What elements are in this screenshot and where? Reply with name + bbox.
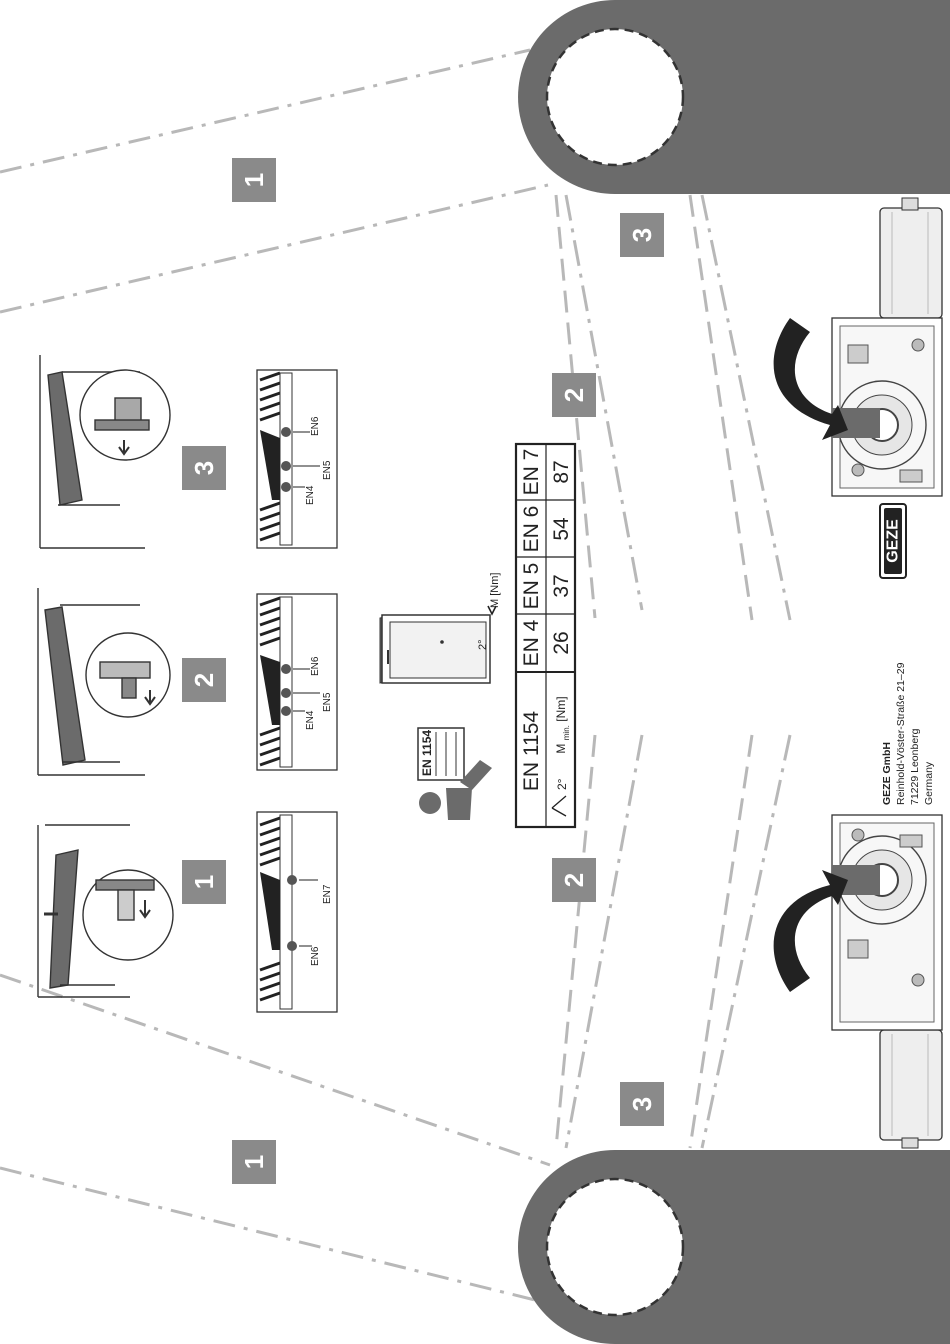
svg-text:EN 1154: EN 1154 <box>420 730 434 776</box>
svg-text:GEZE GmbH: GEZE GmbH <box>881 742 893 805</box>
slot-diagram-2: EN6 EN4 EN5 <box>257 594 337 770</box>
svg-text:1: 1 <box>239 1155 269 1169</box>
svg-text:3: 3 <box>627 1097 657 1111</box>
badge-top-2: 2 <box>552 373 596 417</box>
svg-text:2: 2 <box>559 873 589 887</box>
svg-text:EN5: EN5 <box>322 460 333 480</box>
svg-text:EN 7: EN 7 <box>520 449 543 496</box>
badge-step-2: 2 <box>182 658 226 702</box>
svg-text:EN6: EN6 <box>310 946 321 966</box>
svg-text:2°: 2° <box>555 778 569 790</box>
svg-text:2: 2 <box>559 388 589 402</box>
badge-bottom-1: 1 <box>232 1140 276 1184</box>
svg-text:37: 37 <box>550 574 573 597</box>
badge-top-1: 1 <box>232 158 276 202</box>
svg-text:EN 1154: EN 1154 <box>520 711 543 791</box>
svg-text:EN 5: EN 5 <box>520 563 543 610</box>
svg-text:EN6: EN6 <box>310 416 321 436</box>
slot-diagram-1: EN7 EN6 <box>257 812 337 1012</box>
svg-text:2°: 2° <box>477 639 489 650</box>
svg-text:EN7: EN7 <box>322 884 333 904</box>
svg-text:54: 54 <box>550 517 573 541</box>
svg-text:EN5: EN5 <box>322 692 333 712</box>
svg-text:EN6: EN6 <box>310 656 321 676</box>
svg-text:3: 3 <box>189 461 219 475</box>
badge-bottom-2: 2 <box>552 858 596 902</box>
badge-bottom-3: 3 <box>620 1082 664 1126</box>
svg-text:EN 6: EN 6 <box>520 506 543 553</box>
svg-text:1: 1 <box>189 875 219 889</box>
svg-text:Germany: Germany <box>923 761 935 805</box>
standard-icon: EN 1154 <box>418 728 492 820</box>
en1154-table: EN 1154 2° M min. [Nm] EN 4 EN 5 EN 6 EN… <box>516 444 575 827</box>
badge-step-1: 1 <box>182 860 226 904</box>
geze-logo: GEZE <box>880 504 906 578</box>
badge-top-3: 3 <box>620 213 664 257</box>
bottom-cam-template <box>518 1150 950 1344</box>
closer-unit-lower <box>774 815 942 1148</box>
svg-text:GEZE: GEZE <box>885 519 902 563</box>
install-illustration-1 <box>38 825 173 997</box>
svg-text:2: 2 <box>189 673 219 687</box>
svg-text:71229 Leonberg: 71229 Leonberg <box>909 728 921 805</box>
install-illustration-2 <box>38 588 170 775</box>
top-cam-template <box>518 0 950 194</box>
svg-text:EN4: EN4 <box>305 485 316 505</box>
svg-text:3: 3 <box>627 228 657 242</box>
install-illustration-3 <box>40 355 170 548</box>
svg-text:87: 87 <box>550 460 573 483</box>
svg-text:EN 4: EN 4 <box>520 619 543 666</box>
svg-text:26: 26 <box>550 631 573 654</box>
closer-unit-upper <box>774 198 942 496</box>
svg-text:Reinhold-Vöster-Straße 21–29: Reinhold-Vöster-Straße 21–29 <box>895 662 907 805</box>
slot-diagram-3: EN6 EN4 EN5 <box>257 370 337 548</box>
address-block: GEZE GmbH Reinhold-Vöster-Straße 21–29 7… <box>881 662 935 805</box>
svg-text:M [Nm]: M [Nm] <box>489 573 501 608</box>
door-diagram: 2° M [Nm] <box>380 573 501 683</box>
badge-step-3: 3 <box>182 446 226 490</box>
svg-text:EN4: EN4 <box>305 710 316 730</box>
svg-text:1: 1 <box>239 173 269 187</box>
